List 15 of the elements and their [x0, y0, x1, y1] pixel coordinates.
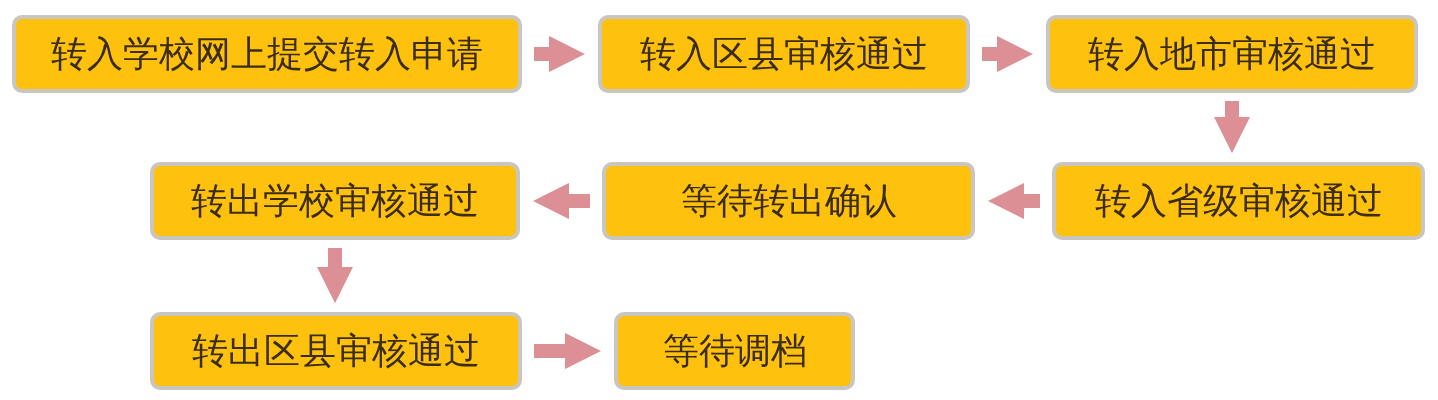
process-box: 转入学校网上提交转入申请 — [12, 15, 522, 93]
process-box: 等待转出确认 — [602, 162, 975, 240]
arrow — [534, 332, 602, 370]
process-box: 转入省级审核通过 — [1052, 162, 1425, 240]
arrow — [532, 182, 590, 220]
arrow — [1213, 101, 1251, 154]
arrow — [316, 248, 354, 304]
arrow — [534, 35, 586, 73]
arrow — [982, 35, 1034, 73]
process-box: 等待调档 — [614, 312, 855, 390]
process-box: 转入地市审核通过 — [1046, 15, 1418, 93]
arrow — [987, 182, 1040, 220]
process-box: 转出学校审核通过 — [150, 162, 520, 240]
process-box: 转出区县审核通过 — [150, 312, 522, 390]
process-box: 转入区县审核通过 — [598, 15, 970, 93]
